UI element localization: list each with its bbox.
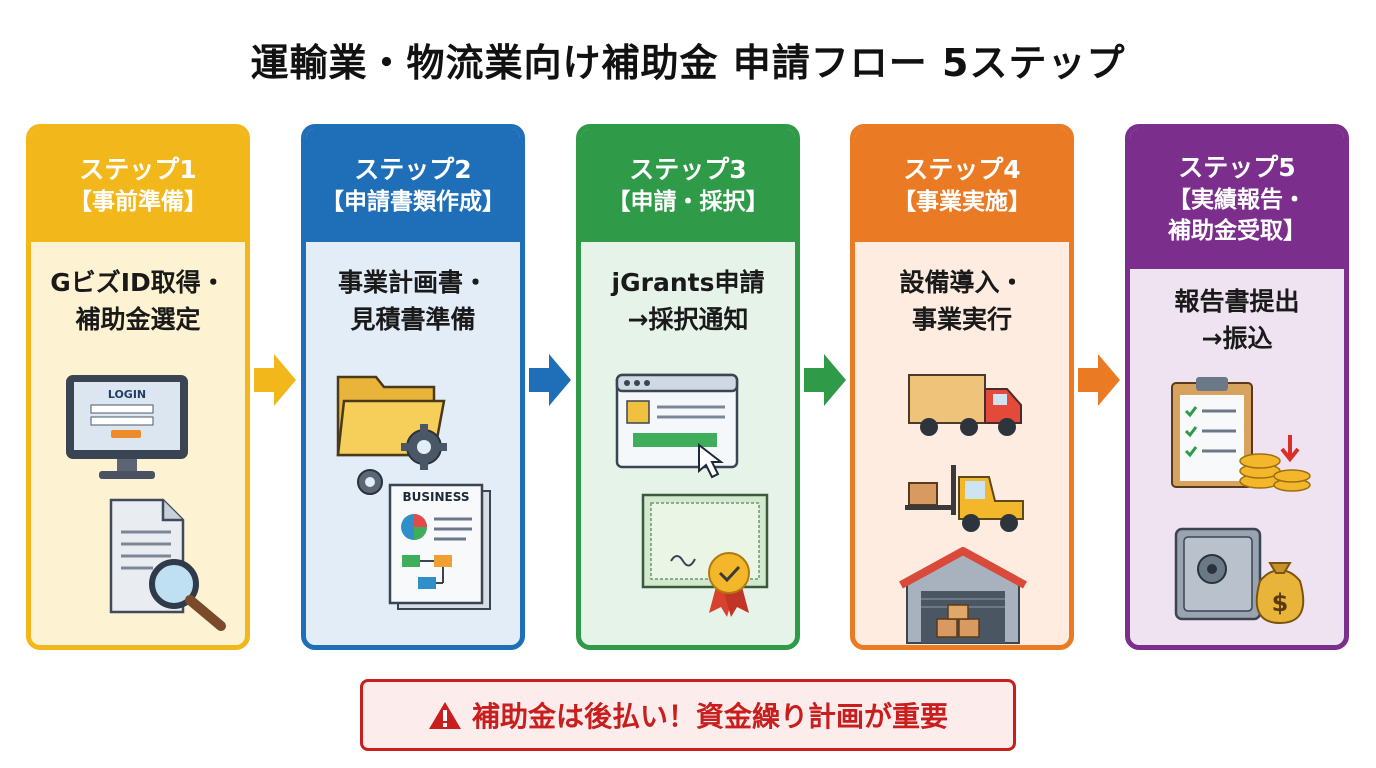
step-label: ステップ4 (903, 155, 1021, 185)
step-header-1: ステップ1 【事前準備】 (31, 129, 245, 242)
arrow-right-icon (254, 354, 296, 406)
step-desc-line: 事業実行 (911, 305, 1012, 334)
step-header-2: ステップ2 【申請書類作成】 (306, 129, 520, 242)
step-description: 事業計画書・ 見積書準備 (306, 264, 520, 338)
business-plan-icon: BUSINESS (388, 483, 491, 610)
step-subtitle: 【申請・採択】 (607, 188, 769, 215)
step-description: 設備導入・ 事業実行 (855, 264, 1069, 338)
step-card-3: ステップ3 【申請・採択】 jGrants申請 →採択通知 (576, 124, 800, 650)
business-text: BUSINESS (403, 490, 470, 504)
step-desc-line: →採択通知 (627, 305, 749, 334)
step-desc-line: 事業計画書・ (337, 268, 488, 297)
warning-banner: 補助金は後払い！資金繰り計画が重要 (360, 679, 1016, 751)
step-description: 報告書提出 →振込 (1130, 283, 1344, 357)
step-desc-line: jGrants申請 (611, 268, 765, 297)
step-card-4: ステップ4 【事業実施】 設備導入・ 事業実行 (850, 124, 1074, 650)
step-header-5: ステップ5 【実績報告・ 補助金受取】 (1130, 129, 1344, 269)
page-title: 運輸業・物流業向け補助金 申請フロー 5ステップ (250, 41, 1126, 85)
warning-text: 補助金は後払い！資金繰り計画が重要 (471, 700, 948, 733)
step-label: ステップ1 (79, 155, 197, 185)
step-description: GビズID取得・ 補助金選定 (31, 264, 245, 338)
step-desc-line: →振込 (1201, 324, 1273, 353)
step-subtitle-2: 補助金受取】 (1168, 217, 1306, 244)
warehouse-icon (899, 547, 1027, 644)
step-desc-line: 設備導入・ (899, 268, 1025, 297)
step-subtitle: 【実績報告・ (1168, 186, 1306, 213)
certificate-icon (641, 493, 769, 617)
folder-gears-icon (336, 375, 447, 495)
step-card-1: ステップ1 【事前準備】 GビズID取得・ 補助金選定 LOGIN (26, 124, 250, 650)
step-description: jGrants申請 →採択通知 (581, 264, 795, 338)
forklift-icon (905, 465, 1024, 532)
step-header-3: ステップ3 【申請・採択】 (581, 129, 795, 242)
step-subtitle: 【事業実施】 (893, 188, 1031, 215)
step-subtitle: 【申請書類作成】 (321, 188, 505, 215)
truck-icon (908, 374, 1022, 436)
safe-money-bag-icon: $ (1174, 527, 1305, 625)
arrow-right-icon (529, 354, 571, 406)
step-label: ステップ2 (354, 155, 472, 185)
login-text: LOGIN (108, 388, 146, 401)
step-header-4: ステップ4 【事業実施】 (855, 129, 1069, 242)
step-desc-line: 補助金選定 (75, 305, 201, 334)
checklist-clipboard-icon (1171, 377, 1311, 492)
svg-text:$: $ (1272, 589, 1289, 617)
arrow-right-icon (804, 354, 846, 406)
step-card-2: ステップ2 【申請書類作成】 事業計画書・ 見積書準備 BUSINESS (301, 124, 525, 650)
step-desc-line: GビズID取得・ (50, 268, 226, 297)
step-label: ステップ5 (1178, 153, 1296, 183)
computer-login-icon: LOGIN (66, 375, 188, 479)
browser-click-icon (615, 373, 739, 479)
step-subtitle: 【事前準備】 (69, 188, 207, 215)
arrow-right-icon (1078, 354, 1120, 406)
step-label: ステップ3 (629, 155, 747, 185)
document-search-icon (109, 498, 226, 631)
warning-icon (428, 702, 461, 729)
step-card-5: ステップ5 【実績報告・ 補助金受取】 報告書提出 →振込 (1125, 124, 1349, 650)
step-desc-line: 見積書準備 (350, 305, 476, 334)
step-desc-line: 報告書提出 (1174, 287, 1300, 316)
